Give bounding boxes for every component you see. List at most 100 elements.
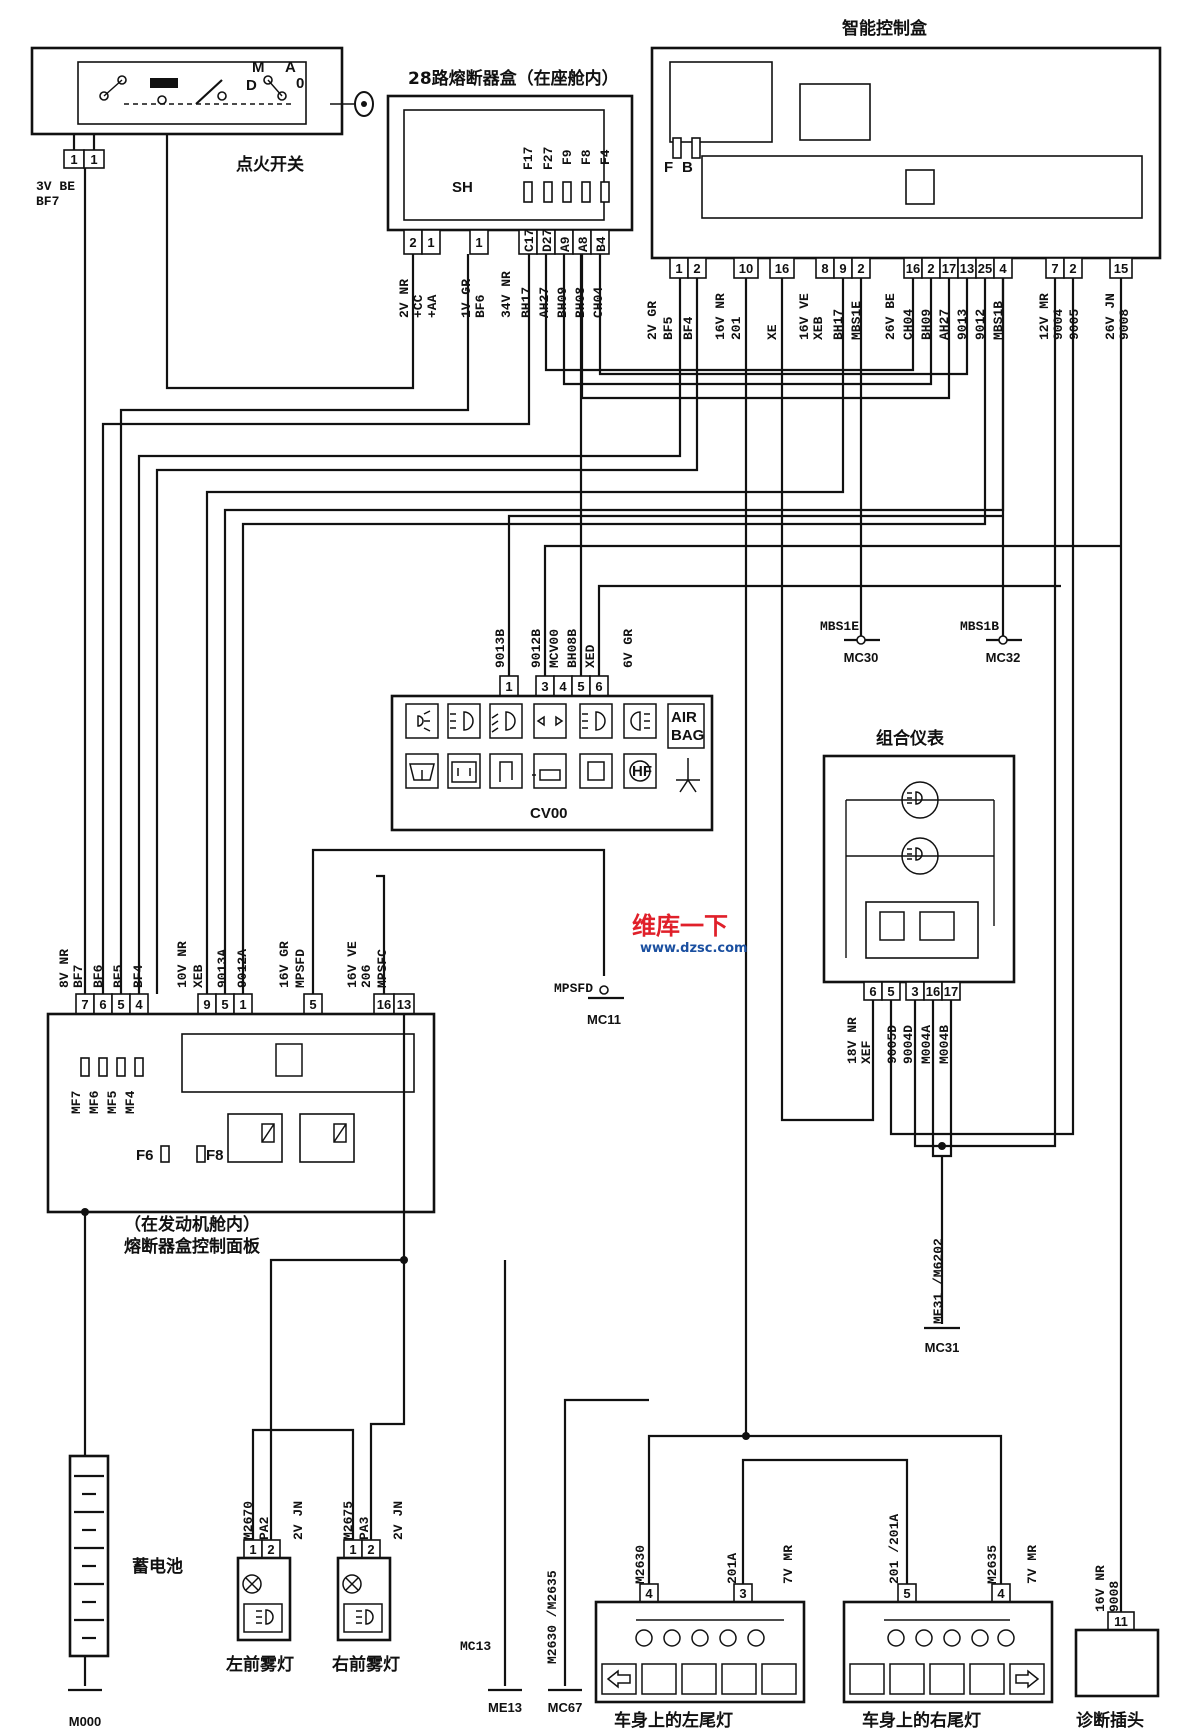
- svg-text:XEB: XEB: [811, 316, 826, 340]
- svg-text:8: 8: [821, 261, 828, 276]
- svg-text:5: 5: [887, 984, 894, 999]
- svg-text:11: 11: [1114, 1614, 1128, 1629]
- svg-text:MPSFD: MPSFD: [554, 981, 593, 996]
- svg-text:9005D: 9005D: [885, 1025, 900, 1064]
- svg-text:+CC: +CC: [411, 294, 426, 318]
- svg-text:BAG: BAG: [671, 727, 704, 744]
- svg-text:2: 2: [927, 261, 934, 276]
- svg-text:9004D: 9004D: [901, 1025, 916, 1064]
- svg-text:26V JN: 26V JN: [1103, 293, 1118, 340]
- svg-text:1V GR: 1V GR: [459, 279, 474, 318]
- svg-text:25: 25: [978, 261, 992, 276]
- svg-text:26V BE: 26V BE: [883, 293, 898, 340]
- svg-text:16V GR: 16V GR: [277, 941, 292, 988]
- svg-text:1: 1: [239, 997, 246, 1012]
- ignition-switch-title: 点火开关: [236, 154, 304, 175]
- svg-text:4: 4: [645, 1586, 653, 1601]
- svg-text:201: 201: [729, 316, 744, 340]
- left-fog-title: 左前雾灯: [226, 1654, 294, 1675]
- svg-text:5: 5: [117, 997, 124, 1012]
- svg-text:F9: F9: [560, 149, 575, 165]
- svg-text:F27: F27: [541, 147, 556, 170]
- svg-text:BH09: BH09: [555, 287, 570, 318]
- wires: [81, 134, 1123, 1686]
- svg-text:5: 5: [309, 997, 316, 1012]
- svg-text:6: 6: [869, 984, 876, 999]
- ground-mc11: MPSFD MC11: [554, 981, 624, 1027]
- svg-text:13: 13: [960, 261, 974, 276]
- ground-me13: MC13 ME13: [460, 1639, 522, 1715]
- smart-box-pins: 1 2 10 16 8 9 2 16 2 17 13 25 4 7 2 15: [669, 257, 1133, 279]
- left-tail-title: 车身上的左尾灯: [614, 1710, 733, 1731]
- svg-text:F4: F4: [598, 149, 613, 165]
- svg-text:16V VE: 16V VE: [797, 293, 812, 340]
- diagnostic-plug: 16V NR 9008 11 诊断插头: [1074, 1565, 1160, 1731]
- svg-text:PA2: PA2: [257, 1516, 272, 1540]
- svg-text:BF4: BF4: [681, 316, 696, 340]
- svg-text:7V MR: 7V MR: [781, 1545, 796, 1584]
- svg-text:16V NR: 16V NR: [713, 293, 728, 340]
- smart-control-box: 智能控制盒 F B 1 2 10 16 8 9 2 16 2 17 13 2: [645, 18, 1162, 340]
- svg-text:XEF: XEF: [859, 1040, 874, 1064]
- left-fog-lamp: M2670 PA2 2V JN 1 2 左前雾灯: [226, 1501, 306, 1675]
- svg-text:9: 9: [839, 261, 846, 276]
- svg-text:13: 13: [397, 997, 411, 1012]
- svg-text:D27: D27: [540, 229, 555, 252]
- svg-text:MF4: MF4: [123, 1090, 138, 1114]
- svg-text:206: 206: [359, 964, 374, 988]
- fuse-box-28: 28路熔断器盒（在座舱内） SH F17 F27 F9 F8 F4 2 1: [386, 68, 634, 318]
- watermark-logo: 维库一下 www.dzsc.com: [632, 912, 748, 956]
- smart-box-title: 智能控制盒: [842, 18, 928, 39]
- cv00-wire-labels: 9013B 9012B MCV00 BH08B XED 6V GR: [493, 629, 636, 668]
- airbag-icon: AIR: [671, 709, 697, 726]
- contact-a: A: [285, 59, 296, 76]
- svg-text:4: 4: [559, 679, 567, 694]
- battery-title: 蓄电池: [132, 1556, 183, 1577]
- cluster-pins: 6 5 3 16 17: [863, 981, 961, 1001]
- svg-text:2: 2: [267, 1542, 274, 1557]
- svg-text:M000: M000: [69, 1714, 102, 1729]
- svg-text:CH04: CH04: [591, 287, 606, 318]
- ground-mc67: M2630 /M2635 MC67: [545, 1570, 582, 1715]
- fuse-box-28-wire-labels: 2V NR +CC +AA 1V GR BF6 34V NR BH17 AH27…: [397, 271, 606, 318]
- svg-text:ME13: ME13: [488, 1700, 522, 1715]
- svg-text:6: 6: [595, 679, 602, 694]
- right-tail-title: 车身上的右尾灯: [862, 1710, 981, 1731]
- svg-text:MC32: MC32: [986, 650, 1021, 665]
- engine-fuses: MF7 MF6 MF5 MF4 F6 F8: [69, 1057, 224, 1164]
- svg-text:MC31: MC31: [925, 1340, 960, 1355]
- svg-text:BF7: BF7: [36, 194, 59, 209]
- svg-text:9008: 9008: [1107, 1581, 1122, 1612]
- svg-text:M2630 /M2635: M2630 /M2635: [545, 1570, 560, 1664]
- svg-text:2: 2: [693, 261, 700, 276]
- svg-text:MC13: MC13: [460, 1639, 491, 1654]
- svg-text:9008: 9008: [1117, 309, 1132, 340]
- svg-text:16V NR: 16V NR: [1093, 1565, 1108, 1612]
- engine-fuse-box-wire-labels: 8V NR BF7 BF6 BF5 BF4 10V NR XEB 9013A 9…: [57, 941, 390, 988]
- svg-text:MBS1E: MBS1E: [820, 619, 859, 634]
- svg-text:2V NR: 2V NR: [397, 279, 412, 318]
- svg-text:5: 5: [221, 997, 228, 1012]
- svg-text:M2635: M2635: [985, 1545, 1000, 1584]
- engine-fuse-box: 8V NR BF7 BF6 BF5 BF4 10V NR XEB 9013A 9…: [46, 941, 436, 1257]
- cv00-title: CV00: [530, 805, 568, 822]
- svg-text:+AA: +AA: [425, 294, 440, 318]
- svg-text:M004B: M004B: [937, 1025, 952, 1064]
- right-fog-title: 右前雾灯: [332, 1654, 400, 1675]
- svg-text:C17: C17: [522, 229, 537, 252]
- left-tail-lamp: M2630 201A 7V MR 4 3 车身上的左尾灯: [594, 1545, 806, 1731]
- svg-text:BF7: BF7: [71, 965, 86, 988]
- fuse-box-28-pins: 2 1 1 C17 D27 A9 A8 B4: [403, 229, 610, 255]
- svg-text:F8: F8: [206, 1147, 224, 1164]
- svg-text:1: 1: [475, 235, 482, 250]
- svg-text:1: 1: [349, 1542, 356, 1557]
- svg-text:3: 3: [739, 1586, 746, 1601]
- svg-text:2V JN: 2V JN: [291, 1501, 306, 1540]
- svg-text:MPSFC: MPSFC: [375, 949, 390, 988]
- right-fog-lamp: M2675 PA3 2V JN 1 2 右前雾灯: [332, 1501, 406, 1675]
- cluster-wire-labels: 18V NR XEF 9005D 9004D M004A M004B: [845, 1017, 952, 1064]
- svg-text:MF5: MF5: [105, 1090, 120, 1114]
- svg-text:维库一下: 维库一下: [632, 912, 728, 940]
- svg-text:BH17: BH17: [519, 287, 534, 318]
